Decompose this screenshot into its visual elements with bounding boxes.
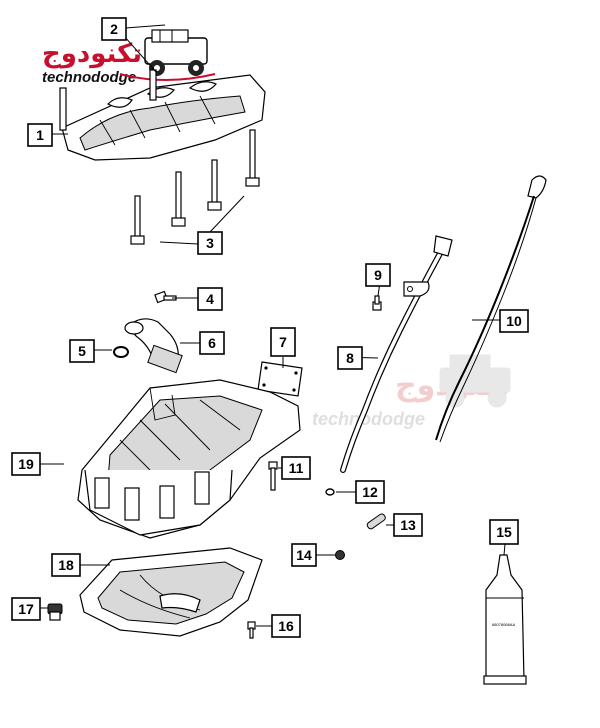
part-3-bolts bbox=[130, 129, 260, 245]
jeep-icon bbox=[119, 29, 216, 81]
callout-18: 18 bbox=[51, 553, 81, 577]
part-1-windage-tray bbox=[59, 69, 266, 161]
callout-8: 8 bbox=[337, 346, 363, 370]
svg-text:8: 8 bbox=[346, 350, 354, 366]
svg-text:5: 5 bbox=[78, 343, 86, 359]
svg-text:10: 10 bbox=[506, 313, 522, 329]
callout-12: 12 bbox=[355, 480, 385, 504]
callout-4: 4 bbox=[197, 287, 223, 311]
callout-13: 13 bbox=[393, 513, 423, 537]
part-17-drain-plug bbox=[47, 603, 63, 621]
part-16-bolt bbox=[247, 621, 256, 639]
part-18-lower-oil-pan bbox=[79, 547, 263, 637]
callout-9: 9 bbox=[365, 263, 391, 287]
svg-text:13: 13 bbox=[400, 517, 416, 533]
part-4-bolt bbox=[154, 290, 177, 304]
callout-15: 15 bbox=[489, 519, 519, 545]
part-10-dipstick bbox=[435, 175, 547, 443]
svg-text:16: 16 bbox=[278, 618, 294, 634]
watermark-latin: technododge bbox=[312, 409, 425, 429]
svg-text:15: 15 bbox=[496, 524, 512, 540]
svg-text:17: 17 bbox=[18, 601, 34, 617]
svg-text:2: 2 bbox=[110, 21, 118, 37]
callout-5: 5 bbox=[69, 339, 95, 363]
callout-16: 16 bbox=[271, 614, 301, 638]
callout-14: 14 bbox=[291, 543, 317, 567]
svg-text:14: 14 bbox=[296, 547, 312, 563]
callout-3: 3 bbox=[197, 231, 223, 255]
callout-19: 19 bbox=[11, 452, 41, 476]
part-6-pickup-tube bbox=[124, 318, 183, 374]
logo-latin: technododge bbox=[42, 69, 136, 86]
part-8-dipstick-tube bbox=[340, 235, 453, 473]
part-12-o-ring bbox=[325, 488, 335, 496]
part-15-sealant-tube: 68078066AA bbox=[483, 554, 527, 685]
part-5-o-ring bbox=[113, 346, 129, 358]
callout-11: 11 bbox=[281, 456, 311, 480]
svg-text:18: 18 bbox=[58, 557, 74, 573]
svg-text:1: 1 bbox=[36, 127, 44, 143]
svg-text:9: 9 bbox=[374, 267, 382, 283]
part-13-dowel-pin bbox=[366, 513, 386, 530]
svg-text:4: 4 bbox=[206, 291, 214, 307]
callout-1: 1 bbox=[27, 123, 53, 147]
svg-text:6: 6 bbox=[208, 335, 216, 351]
svg-text:11: 11 bbox=[289, 460, 304, 476]
logo-arabic: تكنودوج bbox=[42, 39, 142, 69]
callout-7: 7 bbox=[270, 327, 296, 357]
callout-6: 6 bbox=[199, 331, 225, 355]
part-11-bolt bbox=[268, 461, 278, 491]
sealant-part-number: 68078066AA bbox=[492, 622, 515, 627]
part-9-bolt bbox=[372, 295, 382, 311]
svg-text:12: 12 bbox=[362, 484, 378, 500]
part-19-upper-oil-pan bbox=[77, 379, 301, 539]
watermark: تكنودوج technododge bbox=[312, 354, 511, 429]
brand-logo: تكنودوج technododge bbox=[42, 29, 216, 86]
callout-2: 2 bbox=[101, 17, 127, 41]
svg-text:19: 19 bbox=[18, 456, 34, 472]
part-7-cover-plate bbox=[257, 361, 303, 397]
svg-text:3: 3 bbox=[206, 235, 214, 251]
part-14-nut bbox=[335, 550, 345, 560]
svg-text:7: 7 bbox=[279, 334, 287, 350]
callout-10: 10 bbox=[499, 309, 529, 333]
callout-17: 17 bbox=[11, 597, 41, 621]
